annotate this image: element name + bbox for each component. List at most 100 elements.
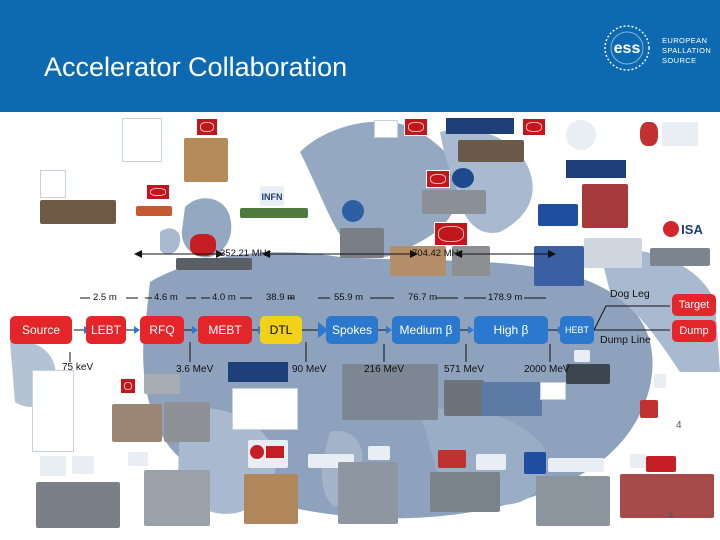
institution-logo (342, 200, 364, 222)
equipment-photo (122, 118, 162, 162)
stage-rfq: RFQ (140, 316, 184, 344)
institution-logo (540, 382, 566, 400)
institution-logo (40, 456, 66, 476)
energy-label: 2000 MeV (524, 364, 570, 375)
institution-logo (476, 454, 506, 470)
stage-dtl: DTL (260, 316, 302, 344)
equipment-photo (390, 246, 446, 276)
institution-logo (654, 374, 666, 388)
stage-high-beta: High β (474, 316, 548, 344)
equipment-photo (176, 258, 252, 270)
stage-source: Source (10, 316, 72, 344)
equipment-photo (620, 474, 714, 518)
cern-logo (146, 184, 170, 200)
equipment-photo (244, 474, 298, 524)
cern-logo (404, 118, 428, 136)
equipment-photo (112, 404, 162, 442)
equipment-photo (650, 248, 710, 266)
equipment-photo (40, 200, 116, 224)
stfc-logo (566, 160, 626, 178)
isa-logo-icon: ISA (663, 221, 703, 237)
equipment-photo (342, 364, 438, 420)
institution-logo (40, 170, 66, 198)
section-length: 76.7 m (408, 292, 438, 303)
equipment-photo (144, 470, 210, 526)
svg-text:ISA: ISA (681, 222, 703, 237)
section-length: 38.9 m (266, 292, 296, 303)
equipment-photo (340, 228, 384, 258)
stage-mebt: MEBT (198, 316, 252, 344)
equipment-photo (232, 388, 298, 430)
institution-logo (662, 122, 698, 146)
equipment-photo (444, 380, 484, 416)
institution-logo (574, 350, 590, 362)
institution-logo (368, 446, 390, 460)
institution-logo (452, 168, 474, 188)
dumpline-label: Dump Line (600, 334, 651, 346)
equipment-photo (338, 462, 398, 524)
ess-bilbao-logo (190, 234, 216, 256)
institution-logo (72, 456, 94, 474)
equipment-photo (482, 382, 542, 416)
section-length: 55.9 m (334, 292, 364, 303)
equipment-photo (136, 206, 172, 216)
cern-logo (522, 118, 546, 136)
ess-bilbao-logo-icon (250, 445, 284, 459)
stfc-logo (228, 362, 288, 382)
stage-lebt: LEBT (86, 316, 126, 344)
cern-logo (120, 378, 136, 394)
equipment-photo (240, 208, 308, 218)
section-length: 4.0 m (212, 292, 236, 303)
equipment-photo (430, 472, 500, 512)
slide-title: Accelerator Collaboration (44, 52, 348, 82)
frequency-label: 704.42 MHz (412, 248, 464, 259)
equipment-photo (36, 482, 120, 528)
institution-logo (640, 122, 658, 146)
ess-logo-text: EUROPEAN SPALLATION SOURCE (662, 36, 712, 65)
institution-logo (630, 454, 646, 468)
isa-logo: ISA (662, 216, 706, 242)
equipment-photo (422, 190, 486, 214)
equipment-photo (144, 374, 180, 394)
infn-logo: INFN (260, 186, 284, 206)
dump-box: Dump (672, 320, 716, 342)
institution-logo (32, 370, 74, 452)
institution-logo (566, 120, 596, 150)
stage-spokes: Spokes (326, 316, 378, 344)
institution-logo (374, 120, 398, 138)
dogleg-label: Dog Leg (610, 288, 650, 300)
equipment-photo (566, 364, 610, 384)
cern-logo (426, 170, 450, 188)
institution-logo (524, 452, 546, 474)
energy-label: 3.6 MeV (176, 364, 214, 375)
institution-logo (128, 452, 148, 466)
ess-bilbao-logo (248, 440, 288, 468)
equipment-photo (584, 238, 642, 268)
equipment-photo (534, 246, 584, 286)
section-length: 178.9 m (488, 292, 523, 303)
equipment-photo (184, 138, 228, 182)
ess-logo-icon: ess (604, 25, 650, 71)
infn-logo-icon: INFN (262, 192, 283, 202)
section-length: 2.5 m (93, 292, 117, 303)
cern-logo (434, 222, 468, 246)
equipment-photo (458, 140, 524, 162)
ess-bilbao-logo (646, 456, 676, 472)
stage-medium-beta: Medium β (392, 316, 460, 344)
stfc-logo (446, 118, 514, 134)
equipment-photo (536, 476, 610, 526)
page-number: 4 (668, 510, 674, 521)
institution-logo (438, 450, 466, 468)
energy-label: 571 MeV (444, 364, 485, 375)
section-length: 4.6 m (154, 292, 178, 303)
institution-logo (538, 204, 578, 226)
page-number: 4 (676, 420, 682, 431)
institution-logo (548, 458, 604, 472)
stage-hebt: HEBT (560, 316, 594, 344)
energy-label: 90 MeV (292, 364, 327, 375)
cern-logo (196, 118, 218, 136)
energy-label: 75 keV (62, 362, 94, 373)
institution-logo (640, 400, 658, 418)
svg-text:INFN: INFN (262, 192, 283, 202)
equipment-photo (582, 184, 628, 228)
